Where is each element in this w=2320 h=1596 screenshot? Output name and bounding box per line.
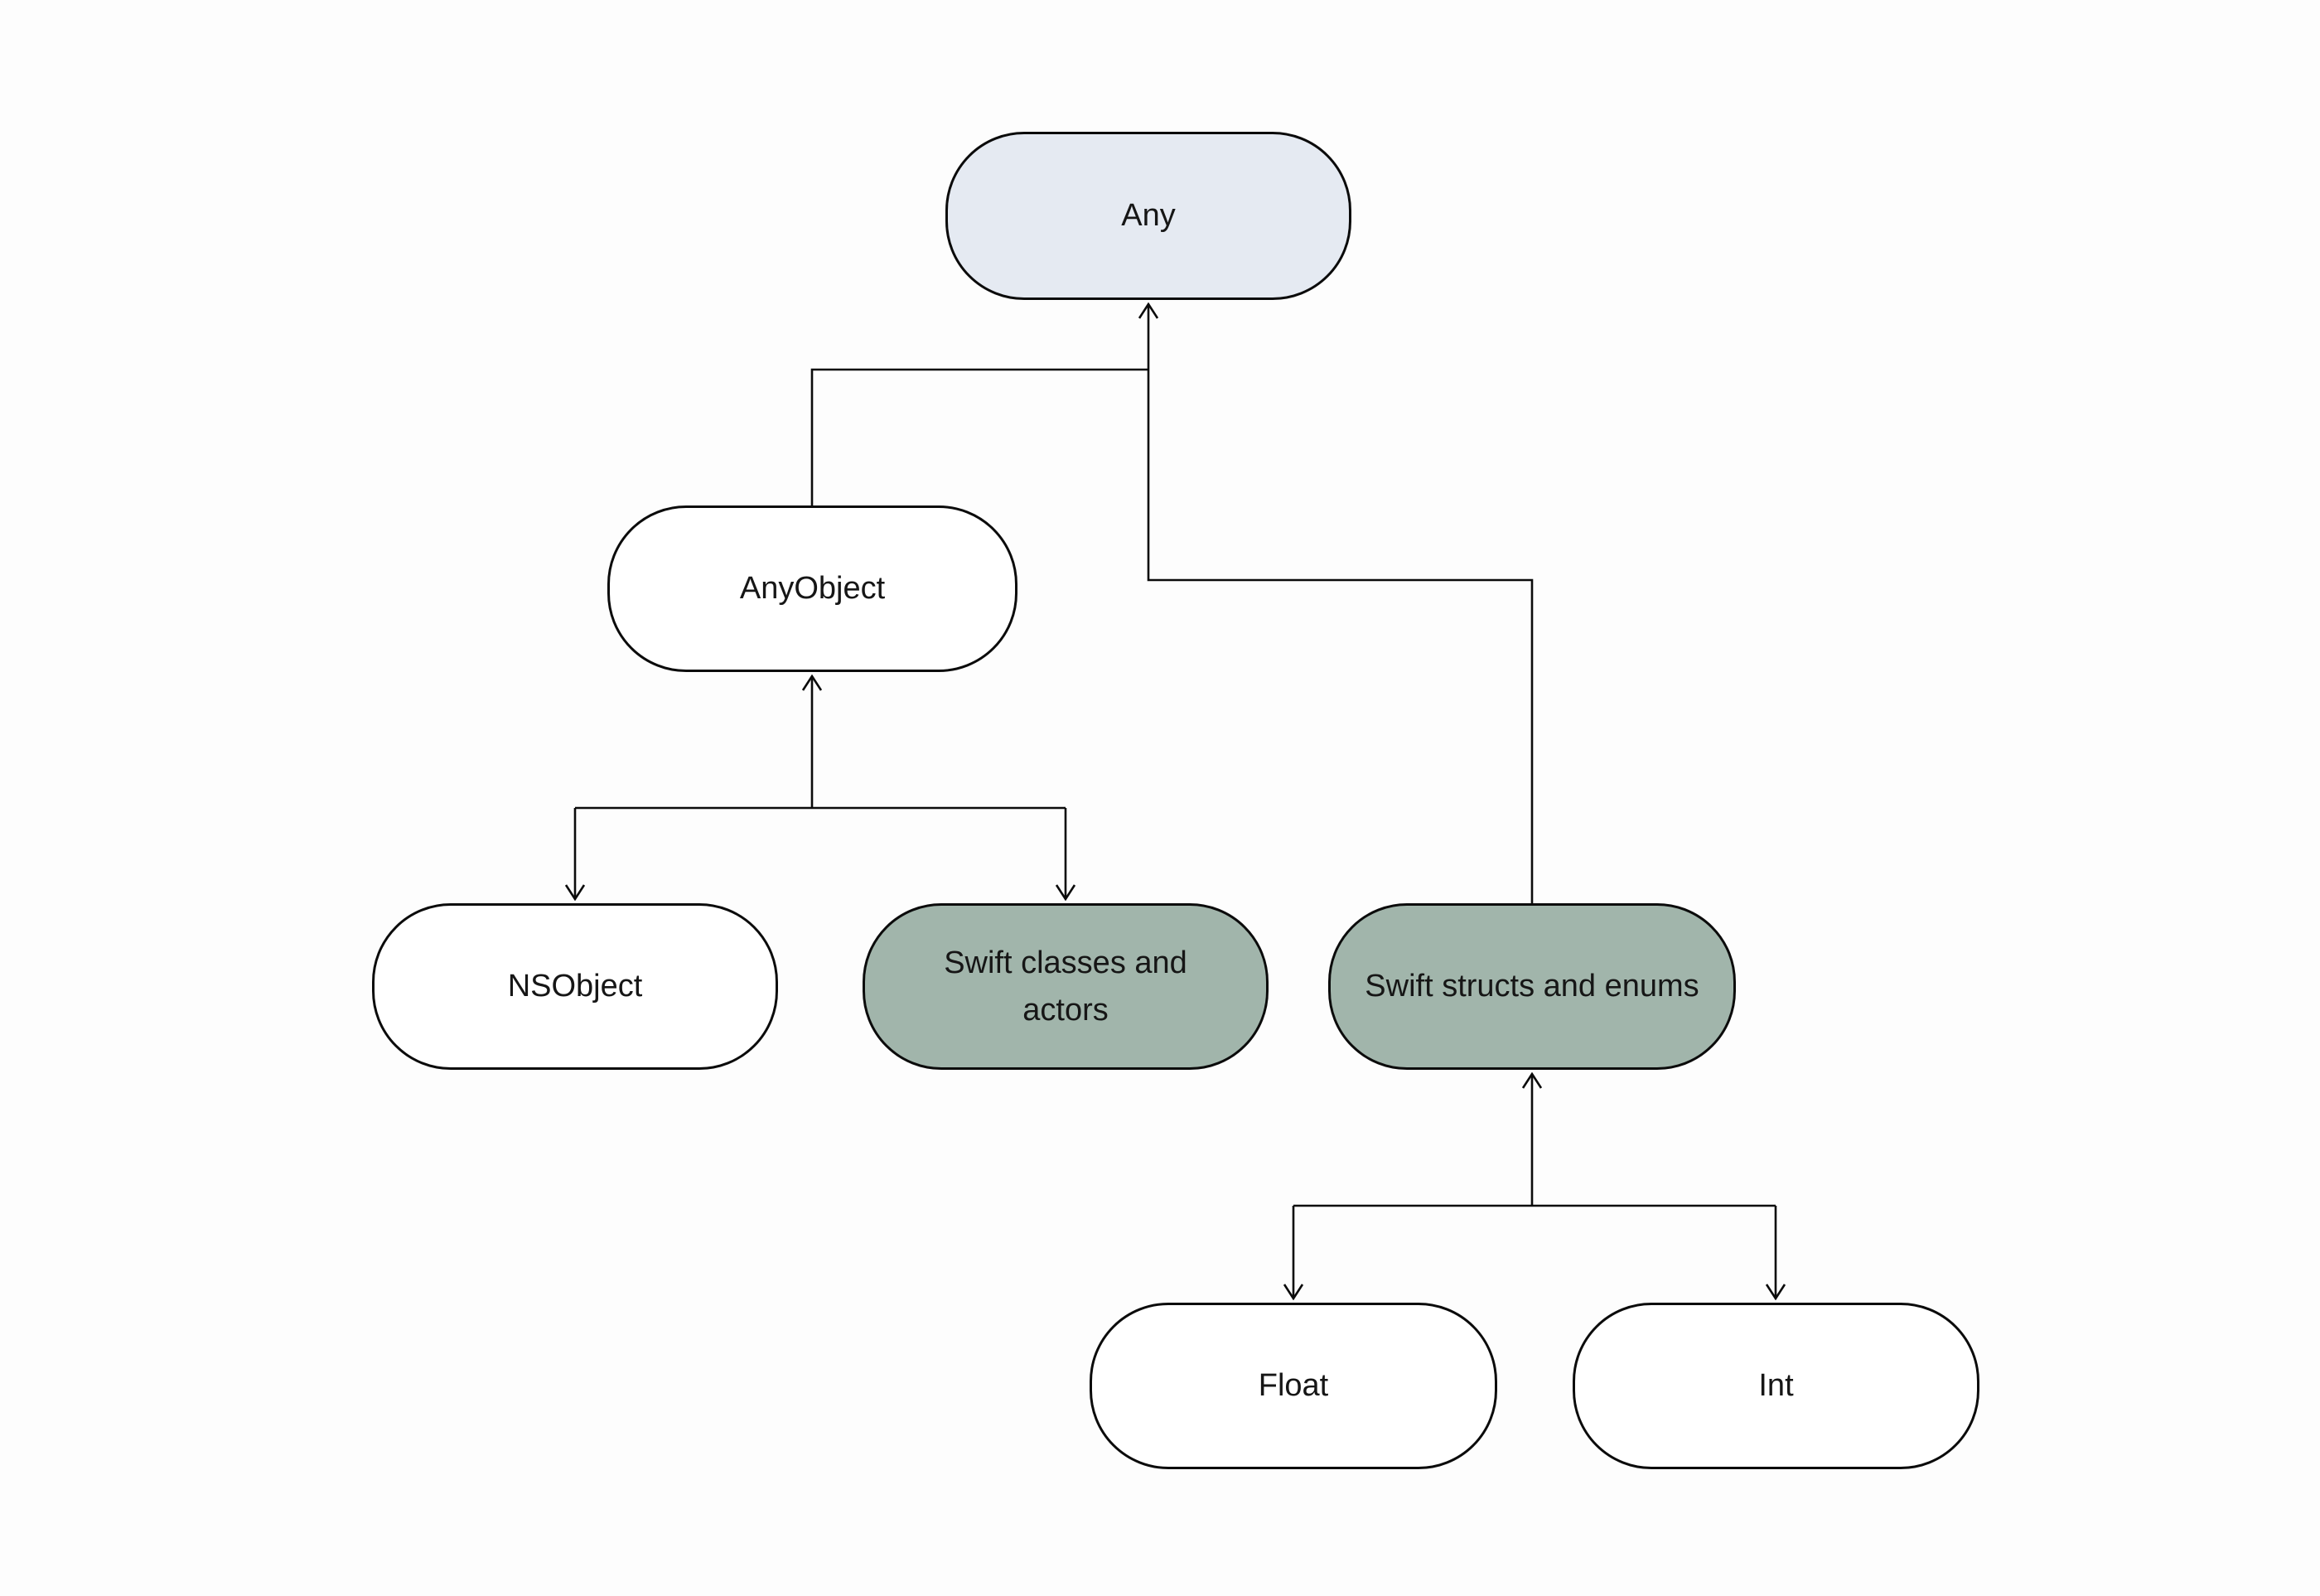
node-anyobject-label: AnyObject (739, 571, 886, 606)
edge-swift-structs-to-any (1148, 304, 1534, 903)
node-float: Float (1090, 1303, 1497, 1469)
node-any-label: Any (1121, 198, 1176, 233)
node-int-label: Int (1758, 1368, 1794, 1403)
node-anyobject: AnyObject (607, 505, 1017, 672)
node-any: Any (945, 132, 1351, 300)
node-float-label: Float (1258, 1368, 1329, 1403)
edge-anyobject-to-any (810, 368, 1148, 505)
node-swift-structs-and-enums: Swift structs and enums (1328, 903, 1736, 1070)
node-swift-classes-and-actors-label: Swift classes and actors (944, 945, 1187, 1028)
node-int: Int (1573, 1303, 1979, 1469)
node-swift-structs-and-enums-label: Swift structs and enums (1365, 969, 1699, 1004)
node-swift-classes-and-actors: Swift classes and actors (863, 903, 1269, 1070)
node-nsobject-label: NSObject (507, 969, 643, 1004)
node-nsobject: NSObject (372, 903, 778, 1070)
